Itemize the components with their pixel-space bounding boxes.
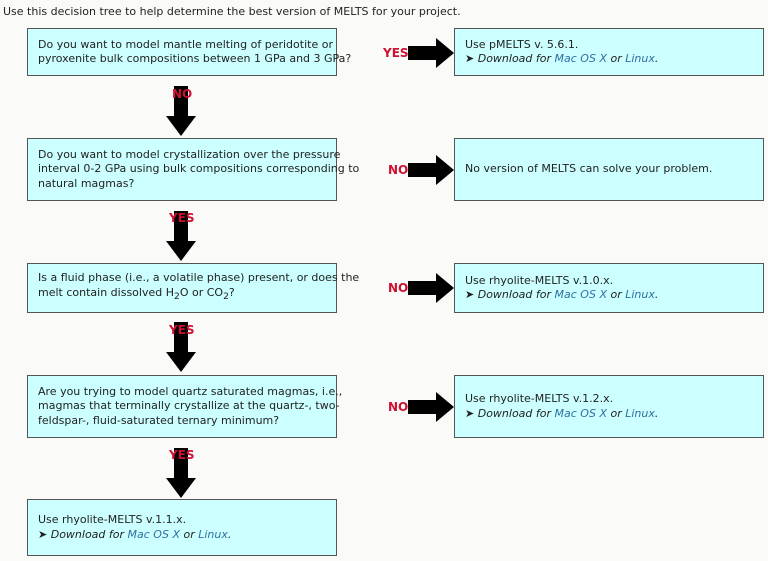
right-arrow-icon: [408, 155, 454, 185]
question-line: Do you want to model crystallization ove…: [38, 147, 341, 161]
down-arrow-icon: [166, 86, 196, 136]
outcome-rhyolite-1-1-x: Use rhyolite-MELTS v.1.1.x. ➤ Download f…: [27, 499, 337, 556]
download-line: ➤ Download for Mac OS X or Linux.: [38, 527, 232, 541]
yes-label: YES: [169, 448, 195, 462]
no-label: NO: [172, 87, 193, 101]
arrow-bullet-icon: ➤: [38, 527, 48, 541]
down-arrow-icon: [166, 211, 196, 261]
no-label: NO: [388, 400, 409, 414]
linux-link[interactable]: Linux: [198, 527, 228, 541]
question-line: feldspar-, fluid-saturated ternary minim…: [38, 413, 280, 427]
linux-link[interactable]: Linux: [625, 406, 655, 420]
arrow-bullet-icon: ➤: [465, 52, 475, 65]
intro-text: Use this decision tree to help determine…: [3, 5, 461, 18]
question-line: interval 0-2 GPa using bulk compositions…: [38, 162, 360, 176]
question-line: Do you want to model mantle melting of p…: [38, 37, 333, 51]
mac-os-x-link[interactable]: Mac OS X: [554, 288, 607, 301]
question-line: Are you trying to model quartz saturated…: [38, 384, 343, 398]
down-arrow-icon: [166, 448, 196, 498]
outcome-pmelts: Use pMELTS v. 5.6.1. ➤ Download for Mac …: [454, 28, 764, 76]
question-mantle-melting: Do you want to model mantle melting of p…: [27, 28, 352, 76]
download-line: ➤ Download for Mac OS X or Linux.: [465, 52, 659, 65]
linux-link[interactable]: Linux: [625, 52, 655, 65]
mac-os-x-link[interactable]: Mac OS X: [127, 527, 180, 541]
arrow-bullet-icon: ➤: [465, 288, 475, 301]
outcome-title: No version of MELTS can solve your probl…: [465, 162, 713, 176]
outcome-rhyolite-1-2-x: Use rhyolite-MELTS v.1.2.x. ➤ Download f…: [454, 375, 764, 438]
down-arrow-icon: [166, 322, 196, 372]
mac-os-x-link[interactable]: Mac OS X: [554, 52, 607, 65]
linux-link[interactable]: Linux: [625, 288, 655, 301]
right-arrow-icon: [408, 38, 454, 68]
question-crystallization: Do you want to model crystallization ove…: [27, 138, 360, 201]
right-arrow-icon: [408, 392, 454, 422]
arrow-bullet-icon: ➤: [465, 406, 475, 420]
download-line: ➤ Download for Mac OS X or Linux.: [465, 406, 659, 420]
download-line: ➤ Download for Mac OS X or Linux.: [465, 288, 659, 301]
outcome-title: Use pMELTS v. 5.6.1.: [465, 37, 579, 51]
outcome-title: Use rhyolite-MELTS v.1.0.x.: [465, 273, 614, 287]
outcome-title: Use rhyolite-MELTS v.1.2.x.: [465, 392, 614, 405]
question-line: Is a fluid phase (i.e., a volatile phase…: [38, 271, 360, 285]
question-line: natural magmas?: [38, 176, 135, 190]
no-label: NO: [388, 281, 409, 295]
yes-label: YES: [383, 46, 409, 60]
yes-label: YES: [169, 211, 195, 225]
question-quartz-saturated: Are you trying to model quartz saturated…: [27, 375, 343, 438]
outcome-rhyolite-1-0-x: Use rhyolite-MELTS v.1.0.x. ➤ Download f…: [454, 263, 764, 313]
question-fluid-phase: Is a fluid phase (i.e., a volatile phase…: [27, 263, 360, 313]
outcome-title: Use rhyolite-MELTS v.1.1.x.: [38, 513, 187, 526]
no-label: NO: [388, 163, 409, 177]
question-line: pyroxenite bulk compositions between 1 G…: [38, 52, 352, 65]
mac-os-x-link[interactable]: Mac OS X: [554, 406, 607, 420]
yes-label: YES: [169, 323, 195, 337]
question-line: magmas that terminally crystallize at th…: [38, 399, 340, 413]
question-line: melt contain dissolved H2O or CO2?: [38, 285, 235, 303]
outcome-none: No version of MELTS can solve your probl…: [454, 138, 764, 201]
right-arrow-icon: [408, 273, 454, 303]
